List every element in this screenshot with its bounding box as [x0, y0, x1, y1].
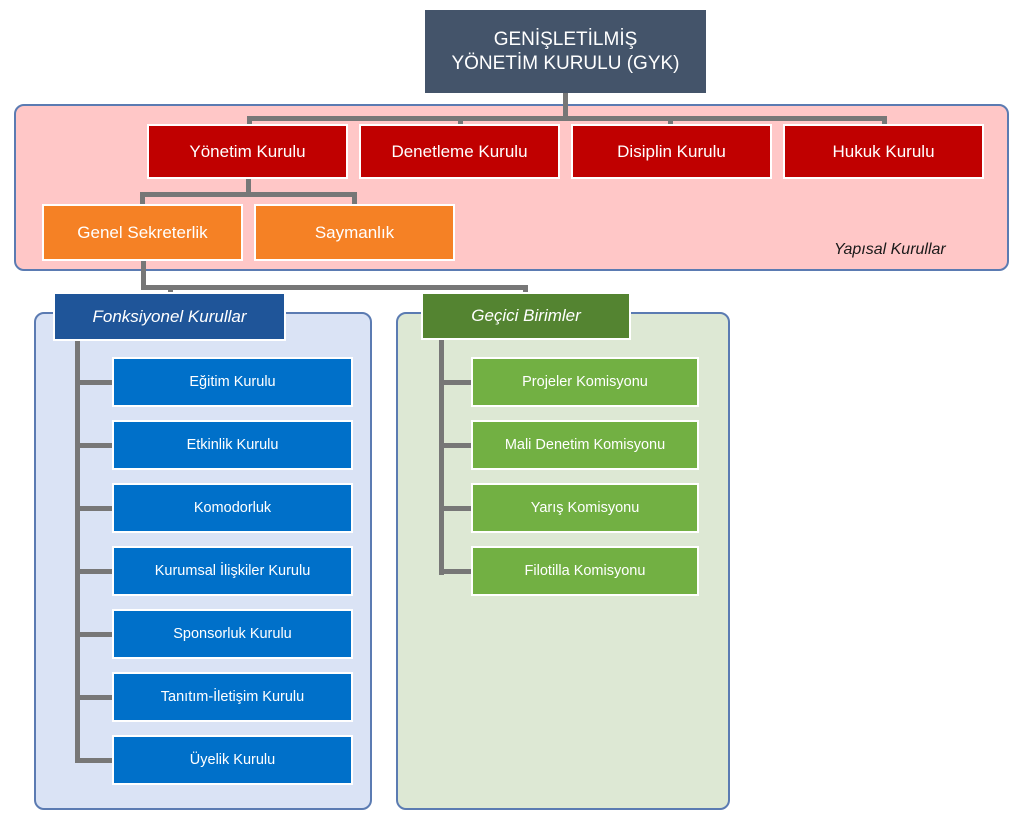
- functional-item-egitim-kurulu[interactable]: Eğitim Kurulu: [112, 357, 353, 407]
- connector-temporary-spine: [439, 340, 444, 575]
- connector-sub-drop-1: [140, 192, 145, 204]
- functional-item-label: Etkinlik Kurulu: [186, 437, 279, 453]
- board-disiplin-kurulu[interactable]: Disiplin Kurulu: [571, 124, 772, 179]
- root-node[interactable]: GENİŞLETİLMİŞ YÖNETİM KURULU (GYK): [425, 10, 706, 93]
- functional-item-label: Üyelik Kurulu: [189, 752, 276, 768]
- functional-item-kurumsal-iliskiler-kurulu[interactable]: Kurumsal İlişkiler Kurulu: [112, 546, 353, 596]
- connector-gs-drop-functional: [168, 285, 173, 295]
- functional-branch-connector: [75, 443, 114, 448]
- temporary-item-filotilla-komisyonu[interactable]: Filotilla Komisyonu: [471, 546, 699, 596]
- temporary-item-label: Yarış Komisyonu: [530, 500, 640, 516]
- connector-gs-horizontal: [141, 285, 528, 290]
- temporary-branch-connector: [439, 443, 473, 448]
- connector-yk-vertical: [246, 178, 251, 196]
- unit-label: Genel Sekreterlik: [77, 222, 208, 242]
- functional-item-label: Sponsorluk Kurulu: [173, 626, 292, 642]
- unit-saymanlik[interactable]: Saymanlık: [254, 204, 455, 261]
- temporary-item-label: Projeler Komisyonu: [522, 374, 648, 390]
- functional-branch-connector: [75, 632, 114, 637]
- functional-item-label: Tanıtım-İletişim Kurulu: [160, 689, 305, 705]
- root-label-line2: YÖNETİM KURULU (GYK): [451, 52, 680, 74]
- unit-label: Saymanlık: [314, 222, 395, 242]
- temporary-header[interactable]: Geçici Birimler: [421, 292, 631, 340]
- functional-item-uyelik-kurulu[interactable]: Üyelik Kurulu: [112, 735, 353, 785]
- board-denetleme-kurulu[interactable]: Denetleme Kurulu: [359, 124, 560, 179]
- functional-branch-connector: [75, 569, 114, 574]
- functional-header-label: Fonksiyonel Kurullar: [92, 306, 247, 326]
- functional-branch-connector: [75, 506, 114, 511]
- functional-branch-connector: [75, 380, 114, 385]
- connector-drop-3: [668, 116, 673, 126]
- functional-branch-connector: [75, 695, 114, 700]
- temporary-item-label: Filotilla Komisyonu: [524, 563, 646, 579]
- board-label: Disiplin Kurulu: [617, 141, 726, 161]
- board-label: Yönetim Kurulu: [189, 141, 306, 161]
- functional-item-label: Eğitim Kurulu: [189, 374, 276, 390]
- root-label-line1: GENİŞLETİLMİŞ: [493, 28, 638, 50]
- connector-sub-horizontal: [140, 192, 357, 197]
- functional-branch-connector: [75, 758, 114, 763]
- temporary-item-yaris-komisyonu[interactable]: Yarış Komisyonu: [471, 483, 699, 533]
- connector-root-vertical: [563, 92, 568, 120]
- connector-drop-2: [458, 116, 463, 126]
- functional-item-sponsorluk-kurulu[interactable]: Sponsorluk Kurulu: [112, 609, 353, 659]
- connector-boards-horizontal: [247, 116, 887, 121]
- unit-genel-sekreterlik[interactable]: Genel Sekreterlik: [42, 204, 243, 261]
- functional-item-label: Kurumsal İlişkiler Kurulu: [154, 563, 311, 579]
- temporary-item-projeler-komisyonu[interactable]: Projeler Komisyonu: [471, 357, 699, 407]
- connector-gs-vertical: [141, 260, 146, 290]
- board-hukuk-kurulu[interactable]: Hukuk Kurulu: [783, 124, 984, 179]
- connector-sub-drop-2: [352, 192, 357, 204]
- temporary-branch-connector: [439, 380, 473, 385]
- functional-header[interactable]: Fonksiyonel Kurullar: [53, 292, 286, 341]
- connector-gs-drop-temporary: [523, 285, 528, 295]
- temporary-item-mali-denetim-komisyonu[interactable]: Mali Denetim Komisyonu: [471, 420, 699, 470]
- board-label: Denetleme Kurulu: [391, 141, 528, 161]
- temporary-branch-connector: [439, 506, 473, 511]
- temporary-header-label: Geçici Birimler: [471, 306, 581, 325]
- structural-group-label: Yapısal Kurullar: [834, 241, 946, 258]
- functional-item-komodorluk[interactable]: Komodorluk: [112, 483, 353, 533]
- functional-item-label: Komodorluk: [193, 500, 272, 516]
- connector-drop-1: [247, 116, 252, 126]
- temporary-branch-connector: [439, 569, 473, 574]
- functional-item-tanitim-iletisim-kurulu[interactable]: Tanıtım-İletişim Kurulu: [112, 672, 353, 722]
- functional-item-etkinlik-kurulu[interactable]: Etkinlik Kurulu: [112, 420, 353, 470]
- board-label: Hukuk Kurulu: [832, 141, 935, 161]
- temporary-item-label: Mali Denetim Komisyonu: [504, 437, 666, 453]
- connector-functional-spine: [75, 340, 80, 761]
- connector-drop-4: [882, 116, 887, 126]
- board-yonetim-kurulu[interactable]: Yönetim Kurulu: [147, 124, 348, 179]
